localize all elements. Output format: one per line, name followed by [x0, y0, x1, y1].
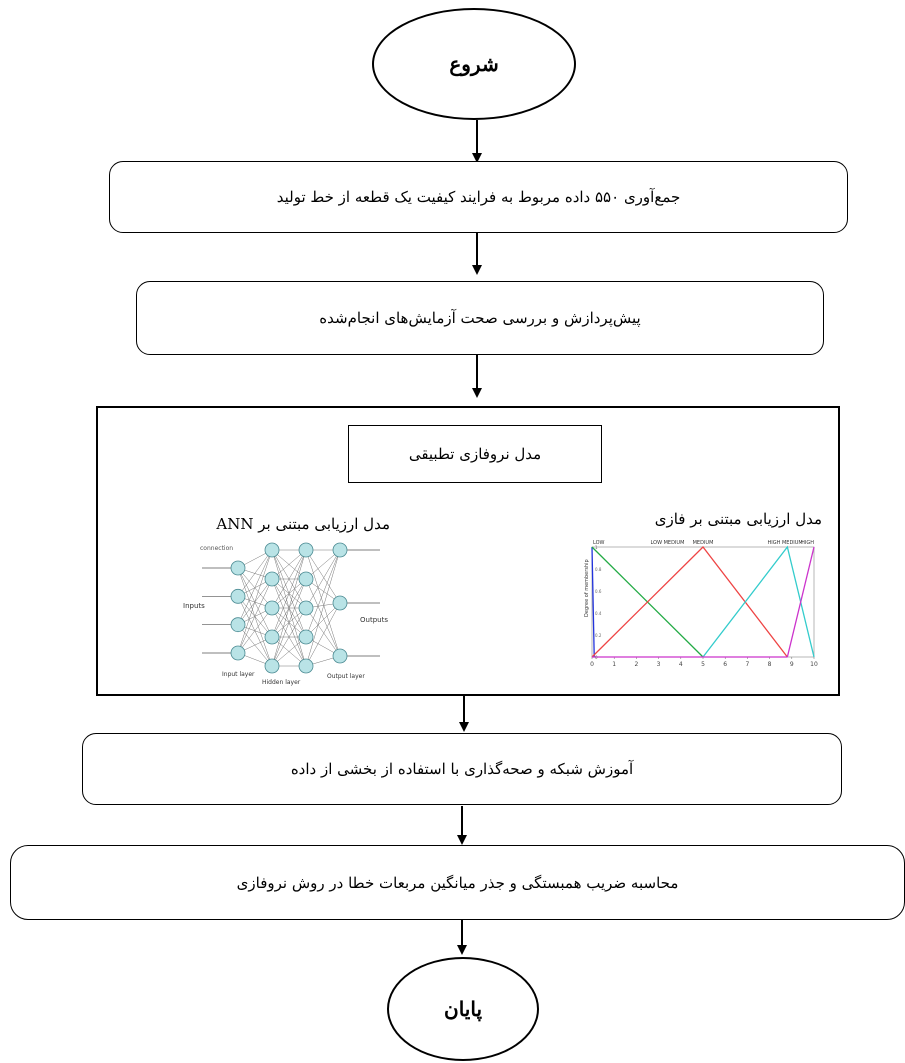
- ann-node: [264, 600, 280, 616]
- step-collect-data: جمع‌آوری ۵۵۰ داده مربوط به فرایند کیفیت …: [109, 161, 848, 233]
- ann-edge: [237, 596, 273, 667]
- ann-edge: [237, 624, 273, 667]
- ann-edge: [305, 549, 341, 657]
- ann-edge: [237, 596, 273, 638]
- ann-edge: [271, 549, 307, 638]
- ann-edge: [305, 549, 341, 604]
- fuzzy-series-line: [702, 545, 815, 658]
- ann-edge: [237, 567, 273, 609]
- ann-node: [298, 542, 314, 558]
- ann-edge: [237, 578, 273, 654]
- ann-node: [230, 617, 246, 633]
- start-label: شروع: [449, 52, 499, 76]
- ann-node: [332, 595, 348, 611]
- end-terminal: پایان: [387, 957, 539, 1061]
- ann-node: [264, 658, 280, 674]
- ann-edge: [305, 549, 341, 580]
- anfis-title: مدل نروفازی تطبیقی: [408, 445, 542, 463]
- ann-node: [298, 629, 314, 645]
- ann-edge: [271, 549, 307, 580]
- ann-network-figure: connection Inputs Outputs Input layer Hi…: [180, 538, 410, 688]
- ann-outputs-text: Outputs: [360, 616, 388, 624]
- ann-edge: [305, 607, 341, 657]
- ann-node: [332, 542, 348, 558]
- ann-node: [332, 648, 348, 664]
- fuzzy-x-tick-label: 0: [590, 661, 594, 668]
- step-train: آموزش شبکه و صحه‌گذاری با استفاده از بخش…: [82, 733, 842, 805]
- fuzzy-x-tick-label: 4: [679, 661, 683, 668]
- fuzzy-x-tick-label: 8: [768, 661, 772, 668]
- fuzzy-y-tick-label: 1: [595, 545, 598, 550]
- fuzzy-y-tick-label: 0.8: [595, 567, 602, 572]
- ann-node: [264, 542, 280, 558]
- fuzzy-model-label: مدل ارزیابی مبتنی بر فازی: [654, 510, 822, 528]
- fuzzy-x-tick-label: 9: [790, 661, 794, 668]
- ann-edge: [237, 567, 273, 638]
- fuzzy-y-tick-label: 0.6: [595, 589, 602, 594]
- fuzzy-set-label: LOW MEDIUM: [651, 540, 685, 546]
- fuzzy-x-tick-label: 6: [723, 661, 727, 668]
- ann-edge: [271, 578, 307, 667]
- fuzzy-series-line: [591, 546, 788, 658]
- step-evaluate-text: محاسبه ضریب همبستگی و جذر میانگین مربعات…: [236, 873, 679, 892]
- ann-node: [298, 571, 314, 587]
- ann-hidden-layer-text: Hidden layer: [262, 679, 301, 686]
- ann-edge: [237, 549, 273, 625]
- ann-edge: [271, 607, 307, 667]
- ann-edge: [305, 549, 341, 667]
- fuzzy-y-tick-label: 0.2: [595, 633, 602, 638]
- ann-node: [298, 600, 314, 616]
- ann-node: [264, 629, 280, 645]
- ann-edge: [237, 549, 273, 597]
- fuzzy-set-label: MEDIUM: [693, 540, 714, 546]
- ann-node: [230, 645, 246, 661]
- ann-edge: [305, 602, 341, 667]
- start-terminal: شروع: [372, 8, 576, 120]
- ann-output-layer-text: Output layer: [327, 673, 365, 680]
- step-collect-data-text: جمع‌آوری ۵۵۰ داده مربوط به فرایند کیفیت …: [276, 188, 681, 206]
- fuzzy-set-label: LOW: [593, 540, 605, 546]
- fuzzy-x-tick-label: 3: [657, 661, 661, 668]
- ann-edge: [271, 549, 307, 609]
- fuzzy-series-line: [786, 546, 815, 658]
- fuzzy-x-tick-label: 2: [634, 661, 638, 668]
- ann-node: [298, 658, 314, 674]
- fuzzy-x-tick-label: 7: [745, 661, 749, 668]
- ann-edge: [305, 549, 341, 638]
- fuzzy-set-label: HIGH: [801, 540, 814, 546]
- anfis-title-box: مدل نروفازی تطبیقی: [348, 425, 602, 483]
- ann-node: [264, 571, 280, 587]
- ann-input-layer-text: Input layer: [222, 671, 255, 678]
- ann-inputs-text: Inputs: [183, 602, 205, 610]
- fuzzy-ylabel: Degree of membership: [584, 559, 590, 617]
- fuzzy-x-tick-label: 1: [612, 661, 616, 668]
- fuzzy-x-tick-label: 5: [701, 661, 705, 668]
- ann-edge: [237, 607, 273, 654]
- step-evaluate: محاسبه ضریب همبستگی و جذر میانگین مربعات…: [10, 845, 905, 920]
- ann-edge: [305, 602, 341, 638]
- step-preprocess: پیش‌پردازش و بررسی صحت آزمایش‌های انجام‌…: [136, 281, 824, 355]
- step-train-text: آموزش شبکه و صحه‌گذاری با استفاده از بخش…: [290, 760, 634, 778]
- ann-edge: [305, 578, 341, 657]
- step-preprocess-text: پیش‌پردازش و بررسی صحت آزمایش‌های انجام‌…: [319, 309, 641, 327]
- ann-node: [230, 588, 246, 604]
- ann-node: [230, 560, 246, 576]
- fuzzy-y-tick-label: 0.4: [595, 611, 602, 616]
- fuzzy-set-label: HIGH MEDIUM: [768, 540, 803, 546]
- ann-edge: [271, 549, 307, 667]
- ann-edge: [305, 549, 341, 609]
- ann-edge: [271, 636, 307, 667]
- end-label: پایان: [444, 997, 483, 1021]
- ann-edge: [237, 549, 273, 654]
- ann-connection-text: connection: [200, 545, 233, 552]
- fuzzy-series-line: [591, 546, 595, 658]
- fuzzy-y-tick-label: 0: [595, 655, 598, 660]
- ann-model-label: مدل ارزیابی مبتنی بر ANN: [216, 515, 390, 533]
- fuzzy-x-tick-label: 10: [810, 661, 818, 668]
